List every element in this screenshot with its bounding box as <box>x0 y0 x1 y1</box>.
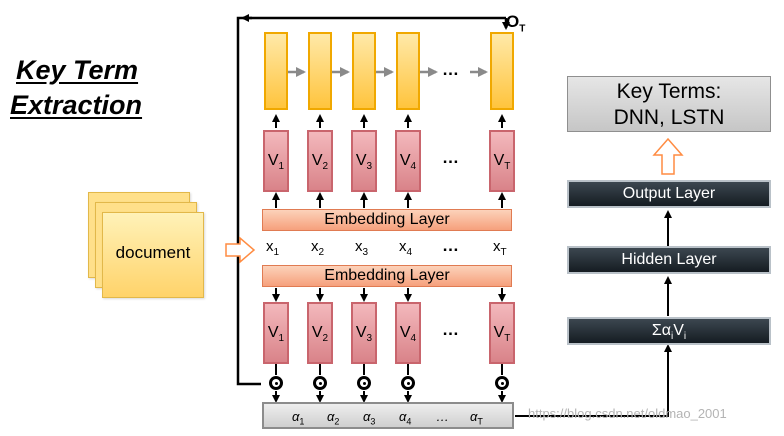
v-vector-lower-4: V4 <box>395 302 421 364</box>
ellipsis-v-lower: … <box>442 320 459 339</box>
alpha-3: α3 <box>363 409 376 427</box>
watermark-text: https://blog.csdn.net/oldmao_2001 <box>528 406 727 421</box>
lstm-cell-t <box>490 32 514 110</box>
alpha-t: αT <box>470 409 483 427</box>
x-input-2: x2 <box>311 238 325 258</box>
product-node-4 <box>401 376 415 390</box>
v-vector-lower-2: V2 <box>307 302 333 364</box>
alpha-1: α1 <box>292 409 305 427</box>
v-vector-upper-1: V1 <box>263 130 289 192</box>
embedding-layer-lower: Embedding Layer <box>262 265 512 287</box>
x-input-3: x3 <box>355 238 369 258</box>
lstm-cell-1 <box>264 32 288 110</box>
ellipsis-v-upper: … <box>442 148 459 167</box>
v-vector-upper-4: V4 <box>395 130 421 192</box>
ellipsis-top: … <box>442 60 459 79</box>
attention-weights-bar: α1 α2 α3 α4 … αT <box>262 402 514 429</box>
x-input-1: x1 <box>266 238 280 258</box>
v-vector-lower-t: VT <box>489 302 515 364</box>
key-terms-output: Key Terms: DNN, LSTN <box>567 76 771 132</box>
product-node-3 <box>357 376 371 390</box>
x-input-t: xT <box>493 238 507 258</box>
title-line-1: Key Term <box>16 55 139 85</box>
lstm-cell-3 <box>352 32 376 110</box>
ellipsis-x: … <box>442 236 459 255</box>
document-page-front: document <box>102 212 204 298</box>
hidden-layer-box: Hidden Layer <box>567 246 771 274</box>
output-layer-box: Output Layer <box>567 180 771 208</box>
output-ot-label: OT <box>506 12 526 35</box>
lstm-cell-2 <box>308 32 332 110</box>
product-node-1 <box>269 376 283 390</box>
x-input-4: x4 <box>399 238 413 258</box>
product-node-2 <box>313 376 327 390</box>
weighted-sum-box: ΣαiVi <box>567 317 771 345</box>
document-label: document <box>115 243 191 262</box>
alpha-ellipsis: … <box>436 409 449 424</box>
key-terms-line-1: Key Terms: <box>616 80 722 103</box>
alpha-2: α2 <box>327 409 340 427</box>
embedding-layer-upper: Embedding Layer <box>262 209 512 231</box>
v-vector-upper-t: VT <box>489 130 515 192</box>
alpha-4: α4 <box>399 409 412 427</box>
product-node-t <box>495 376 509 390</box>
v-vector-lower-1: V1 <box>263 302 289 364</box>
lstm-cell-4 <box>396 32 420 110</box>
v-vector-upper-2: V2 <box>307 130 333 192</box>
v-vector-upper-3: V3 <box>351 130 377 192</box>
key-terms-line-2: DNN, LSTN <box>613 106 725 129</box>
title-line-2: Extraction <box>10 90 143 120</box>
v-vector-lower-3: V3 <box>351 302 377 364</box>
